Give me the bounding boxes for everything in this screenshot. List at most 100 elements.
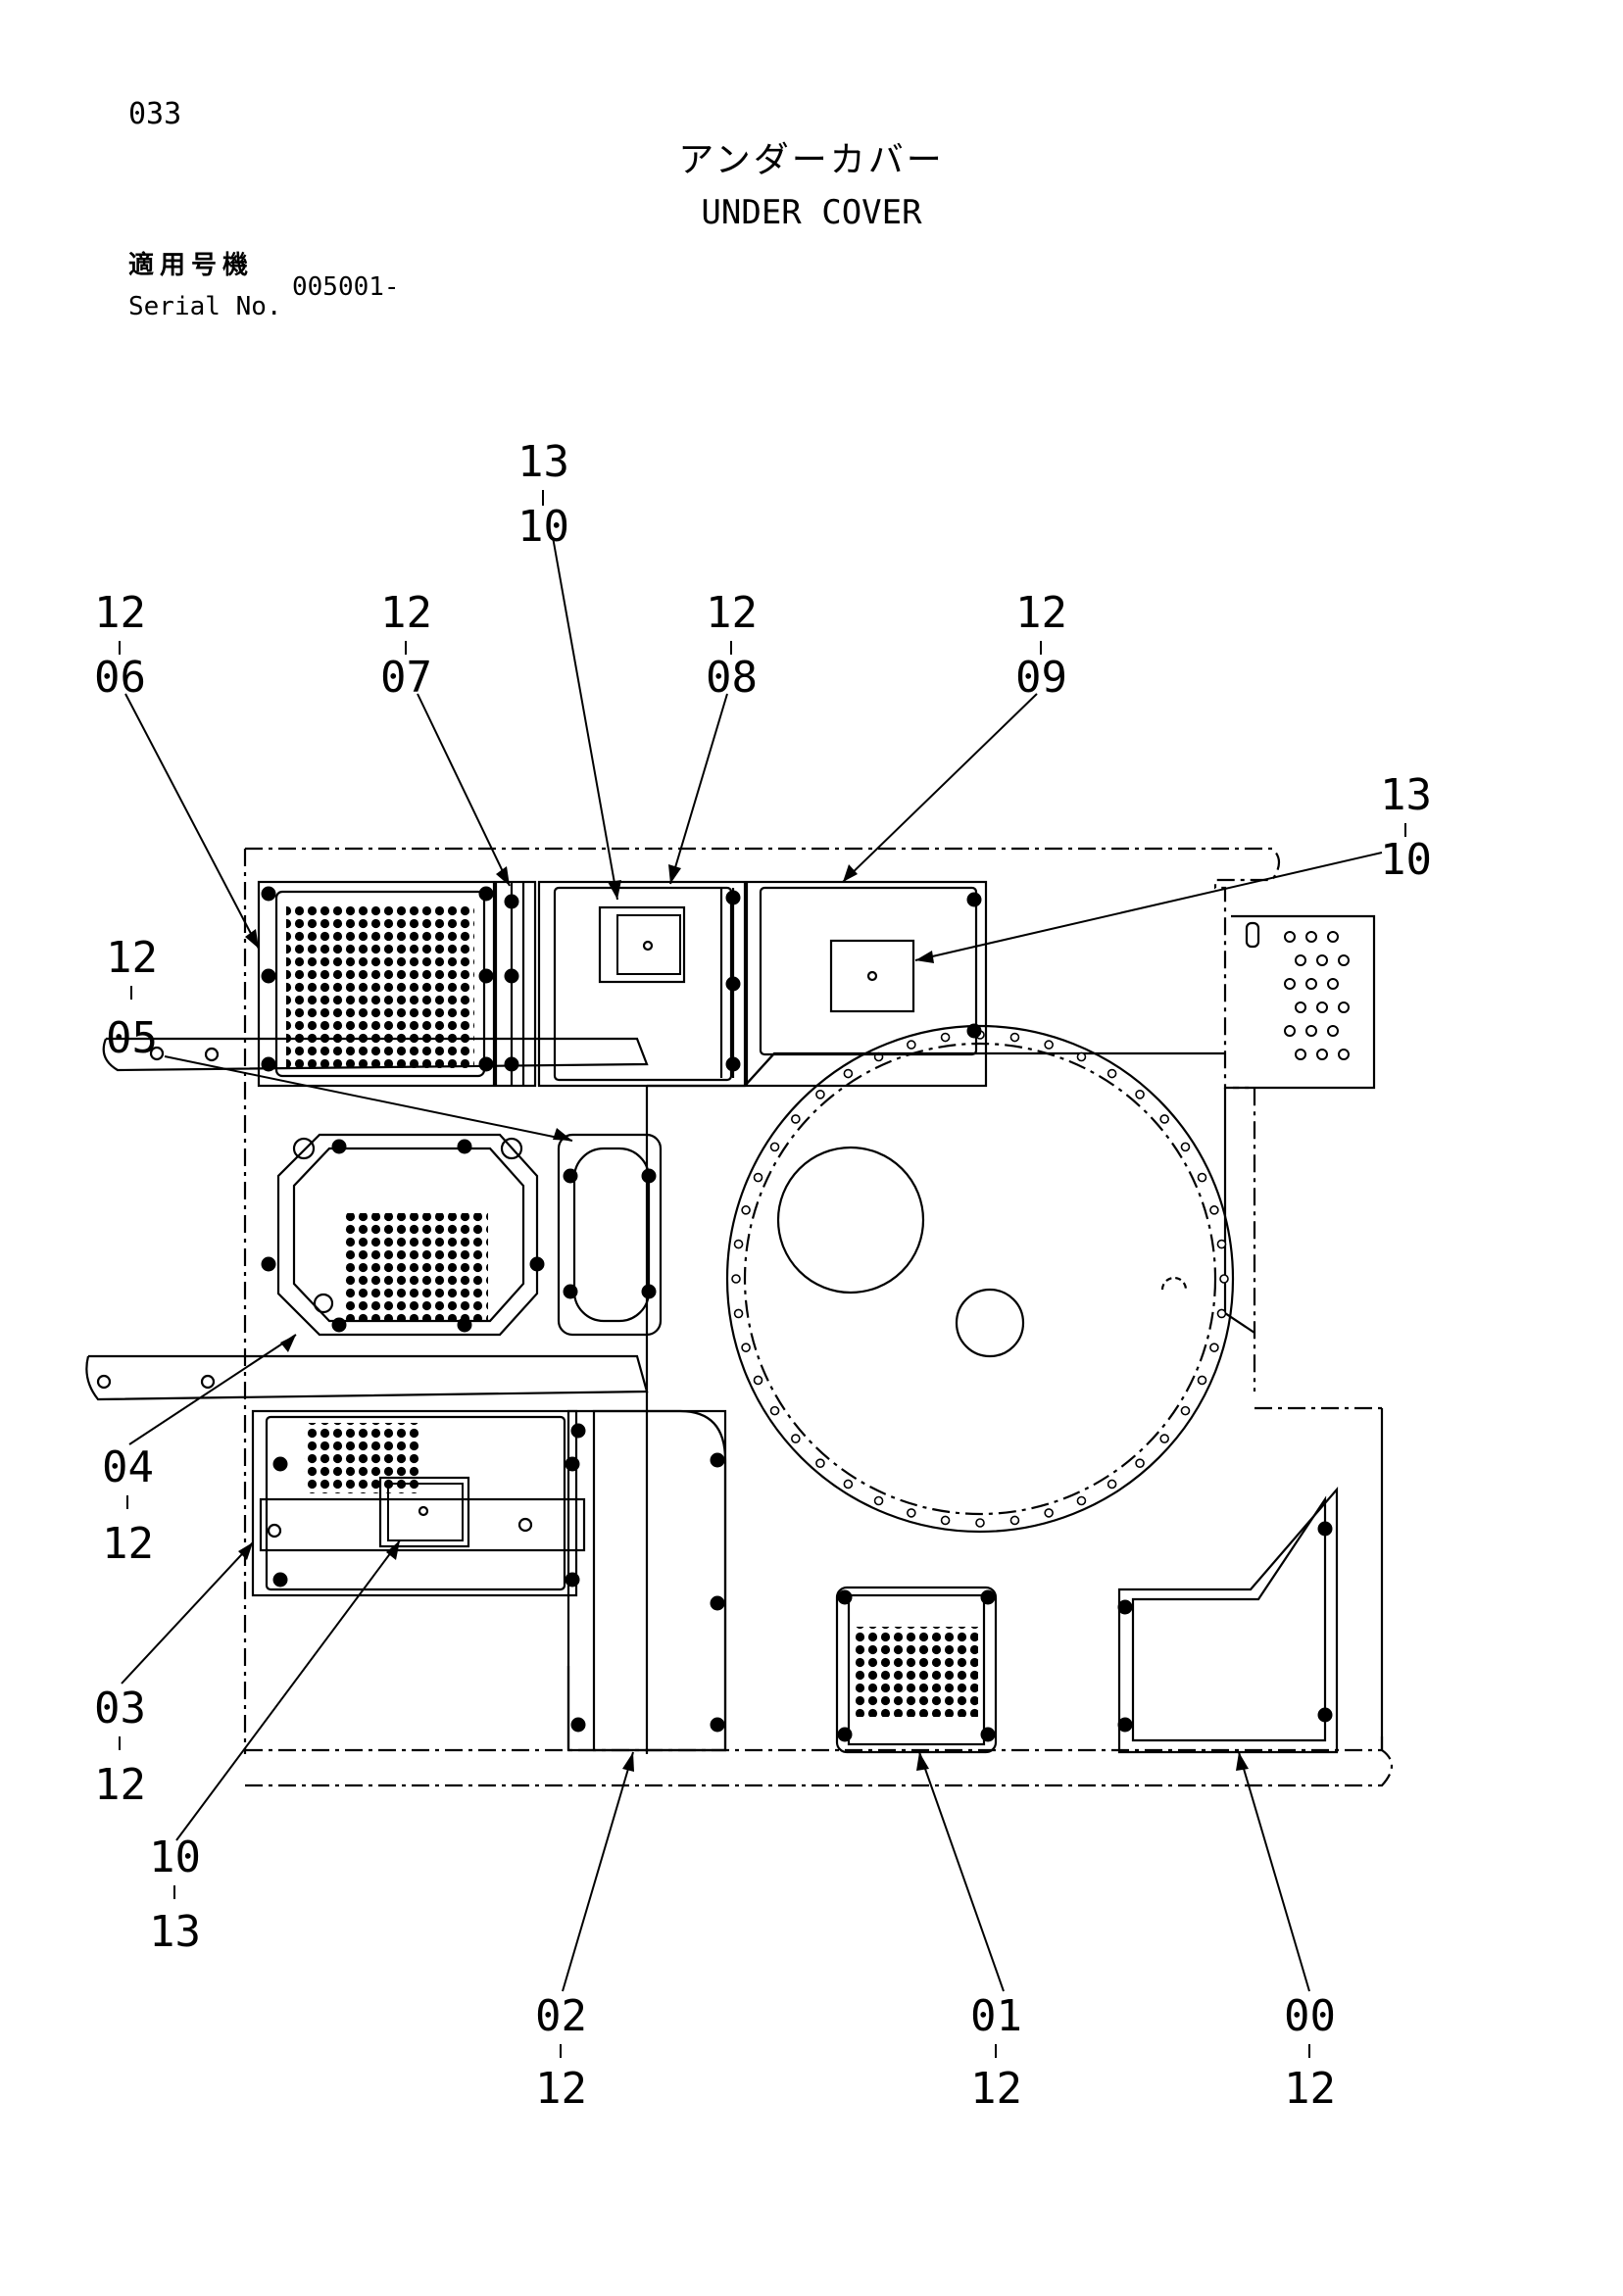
svg-text:02: 02 [535, 1991, 587, 2041]
callout-0012: 00 12 [1284, 1991, 1336, 2114]
ring-bolt-hole [1216, 1239, 1227, 1249]
callout-0412: 04 12 [102, 1442, 154, 1569]
ring-bolt-hole [769, 1142, 780, 1152]
ring-bolt-hole [1180, 1142, 1191, 1152]
bolt [1117, 1599, 1133, 1615]
ring-bolt-hole [791, 1114, 801, 1124]
ring-bolt-hole [843, 1068, 854, 1079]
bolt [478, 1056, 494, 1072]
svg-text:13: 13 [517, 437, 569, 487]
bolt [478, 886, 494, 902]
slew-ring [725, 1024, 1235, 1534]
grating-hole [1316, 1001, 1328, 1013]
grating-hole [1316, 1049, 1328, 1060]
ring-bolt-hole [1135, 1090, 1145, 1099]
bolt [272, 1456, 288, 1472]
cover-1206 [257, 880, 496, 1088]
svg-text:12: 12 [102, 1519, 154, 1569]
ring-bolt-hole [1076, 1051, 1087, 1062]
ring-bolt-hole [1197, 1375, 1207, 1386]
ring-bolt-hole [769, 1405, 780, 1416]
callout-1205: 12 05 [106, 933, 158, 1063]
callout-1206: 12 06 [94, 588, 146, 703]
bolt [563, 1284, 578, 1299]
bolt [272, 1572, 288, 1588]
svg-text:01: 01 [970, 1991, 1022, 2041]
bolt [1117, 1717, 1133, 1733]
svg-text:12: 12 [1015, 588, 1067, 638]
ring-bolt-hole [1044, 1508, 1054, 1518]
bolt [641, 1284, 657, 1299]
ring-bolt-hole [741, 1343, 751, 1352]
svg-text:12: 12 [380, 588, 432, 638]
bolt [570, 1423, 586, 1439]
leader-arrowheads [238, 864, 1249, 1772]
bolt [331, 1317, 347, 1333]
bolt [1317, 1707, 1333, 1723]
grating-hole [1338, 954, 1350, 966]
ring-bolt-hole [1135, 1458, 1145, 1468]
svg-text:12: 12 [94, 588, 146, 638]
ring-bolt-hole [1009, 1032, 1020, 1043]
callout-1310-top: 13 10 [517, 437, 569, 552]
svg-text:10: 10 [149, 1832, 201, 1882]
bolt [725, 976, 741, 992]
grating-hole [1284, 1025, 1296, 1037]
ring-bolt-hole [1159, 1114, 1169, 1124]
cover-0312 [251, 1409, 586, 1597]
svg-text:10: 10 [1380, 835, 1432, 885]
grating-hole [1338, 1001, 1350, 1013]
ring-bolt-hole [731, 1274, 741, 1284]
ring-bolt-hole [1197, 1172, 1207, 1183]
svg-text:13: 13 [1380, 770, 1432, 820]
callout-0212: 02 12 [535, 1991, 587, 2114]
svg-text:00: 00 [1284, 1991, 1336, 2041]
callout-1310-right: 13 10 [1380, 770, 1432, 885]
bolt [837, 1727, 853, 1742]
grating-hole [1284, 931, 1296, 943]
svg-text:08: 08 [706, 653, 758, 703]
bolt [261, 968, 276, 984]
slew-ring-bolts [731, 1030, 1229, 1528]
grating-hole [1327, 978, 1339, 990]
bolt [980, 1727, 996, 1742]
ring-bolt-hole [1159, 1434, 1169, 1443]
cover-1209 [744, 880, 988, 1088]
cover-0212 [566, 1409, 727, 1752]
ring-bolt-hole [873, 1495, 884, 1506]
bolt [710, 1717, 725, 1733]
bolt [529, 1256, 545, 1272]
ring-bolt-hole [843, 1479, 854, 1490]
ring-bolt-hole [940, 1515, 951, 1526]
cover-1207 [494, 880, 537, 1088]
ring-bolt-hole [1107, 1479, 1117, 1490]
ring-bolt-hole [1009, 1515, 1020, 1526]
svg-text:13: 13 [149, 1907, 201, 1957]
grating-hole [1284, 978, 1296, 990]
ring-bolt-hole [1209, 1205, 1219, 1215]
grating-hole [1295, 954, 1306, 966]
bolt [710, 1595, 725, 1611]
callout-1209: 12 09 [1015, 588, 1067, 703]
bolt [565, 1456, 580, 1472]
svg-text:12: 12 [94, 1760, 146, 1810]
grating-hole [1305, 931, 1317, 943]
frame-outline [85, 847, 1394, 1787]
ring-bolt-hole [940, 1032, 951, 1043]
bolt [837, 1589, 853, 1605]
ring-bolt-hole [907, 1508, 916, 1518]
grating-hole [1327, 931, 1339, 943]
cover-0112 [835, 1586, 998, 1754]
bolt [457, 1139, 472, 1154]
bolt [725, 1056, 741, 1072]
title-english: UNDER COVER [701, 193, 922, 232]
bolt [570, 1717, 586, 1733]
bolt [457, 1317, 472, 1333]
cover-1205 [557, 1133, 663, 1337]
bolt [641, 1168, 657, 1184]
cover-1208 [537, 880, 747, 1088]
serial-number-value: 005001- [292, 272, 400, 302]
ring-bolt-hole [1216, 1308, 1227, 1319]
bolt [504, 894, 519, 909]
